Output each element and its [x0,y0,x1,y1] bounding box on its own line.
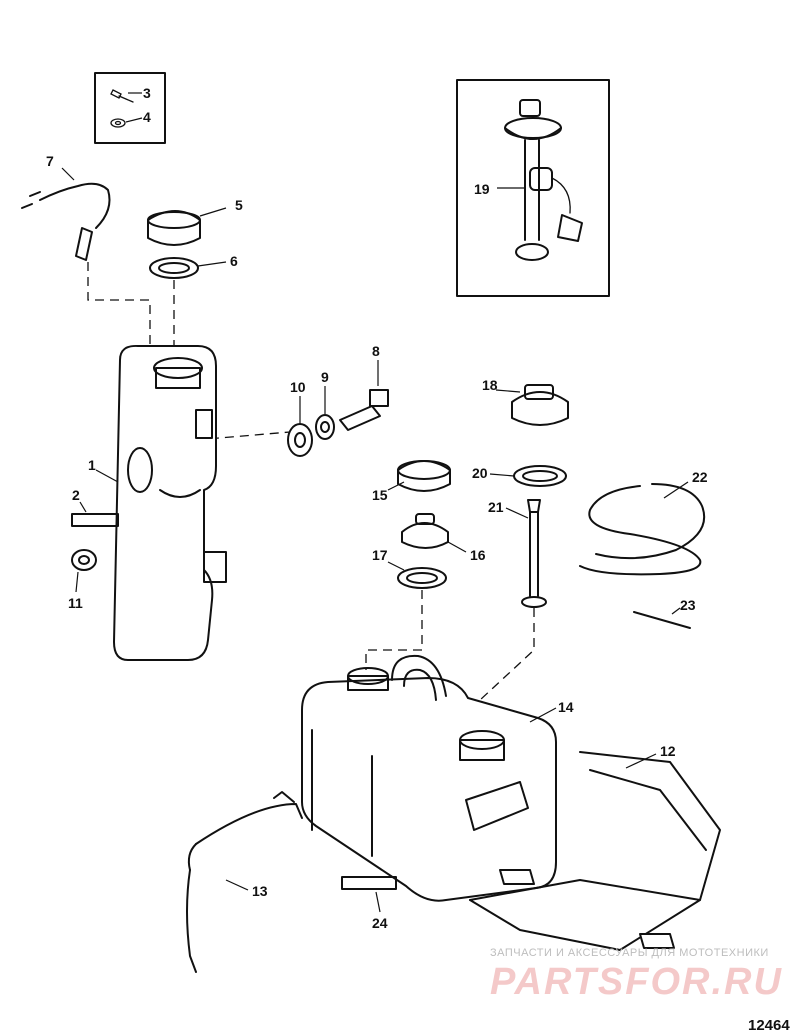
sender-gasket [489,465,567,487]
part-number-19: 19 [474,181,490,197]
part-number-9: 9 [321,369,329,385]
part-number-5: 5 [235,197,243,213]
part-number-7: 7 [46,153,54,169]
inset-box-fuel-gauge [456,79,610,297]
pickup-fitting [287,396,313,457]
inset-box-screw-washer [94,72,166,144]
watermark-tagline: ЗАПЧАСТИ И АКСЕССУАРЫ ДЛЯ МОТОТЕХНИКИ [490,947,769,959]
part-number-17: 17 [372,547,388,563]
cap-gasket [149,257,227,279]
part-number-2: 2 [72,487,80,503]
watermark-logo: PARTSFOR.RU [490,961,783,1003]
seal-washer [315,386,335,440]
part-number-20: 20 [472,465,488,481]
figure-number: 12464 [748,1017,790,1034]
part-number-1: 1 [88,457,96,473]
label-plate [71,513,119,527]
tank-cradle [469,751,721,951]
guide-line [479,608,535,701]
part-number-11: 11 [68,595,83,611]
guide-line [87,262,151,350]
part-number-18: 18 [482,377,498,393]
part-number-23: 23 [680,597,696,613]
tank-strap [186,791,303,973]
part-number-13: 13 [252,883,268,899]
cable-tie [633,611,691,629]
wire-harness [21,167,111,261]
part-number-8: 8 [372,343,380,359]
pickup-tube [505,499,547,608]
fuel-hose [579,481,706,576]
fuel-tank [301,654,557,902]
tank-cap [387,460,451,492]
filler-cap [147,207,227,246]
part-number-12: 12 [660,743,676,759]
part-number-14: 14 [558,699,574,715]
vent-cap [401,513,467,553]
fuel-tank-label-plate [341,876,397,890]
part-number-21: 21 [488,499,504,515]
part-number-24: 24 [372,915,388,931]
gauge-sender-cap [495,384,569,426]
part-number-6: 6 [230,253,238,269]
part-number-15: 15 [372,487,388,503]
part-number-22: 22 [692,469,708,485]
guide-line [365,590,423,670]
part-number-4: 4 [143,109,151,125]
hose-barb-fitting [339,360,389,431]
tank-gasket [387,561,447,589]
oil-tank [95,344,227,661]
grommet [71,549,97,593]
part-number-16: 16 [470,547,486,563]
part-number-10: 10 [290,379,306,395]
part-number-3: 3 [143,85,151,101]
